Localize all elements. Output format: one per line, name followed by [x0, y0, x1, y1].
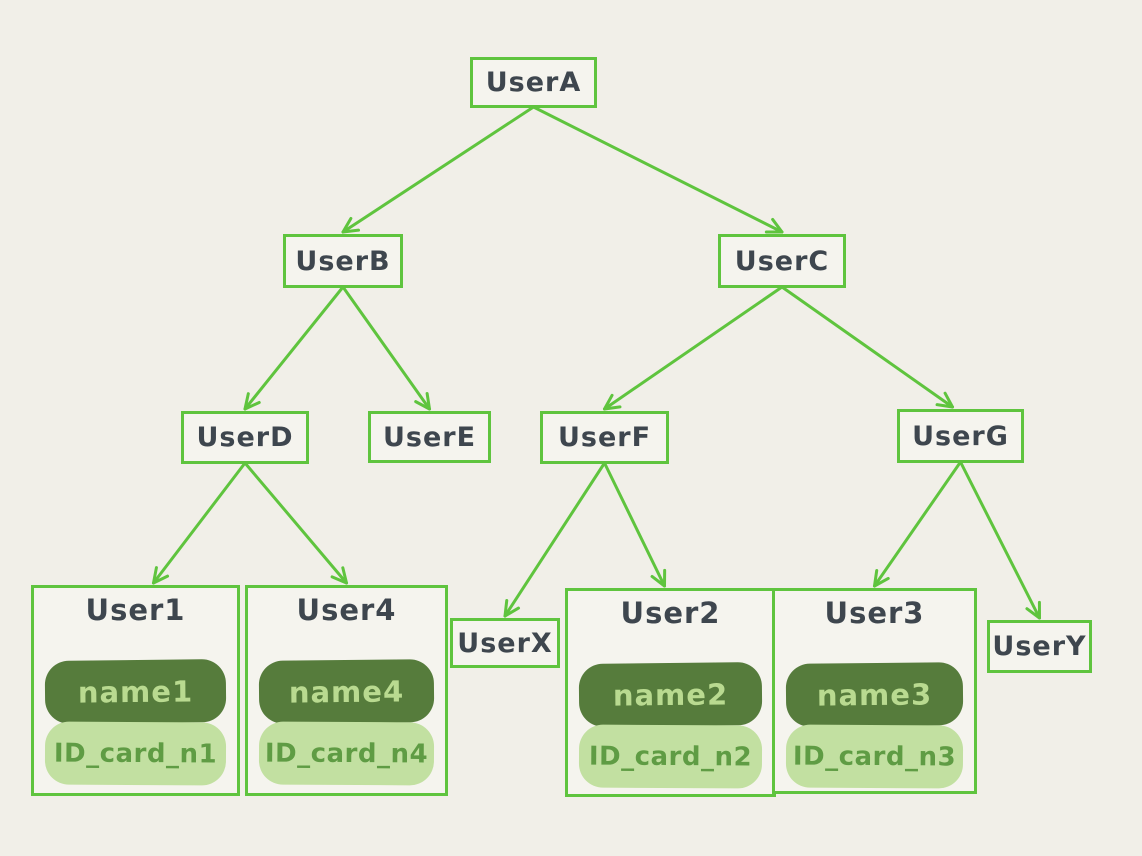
node-label: UserD	[196, 422, 294, 453]
edge-userG-user3	[873, 460, 962, 588]
node-label: UserB	[295, 245, 391, 277]
name-pill: name1	[44, 659, 227, 724]
card-title: User4	[296, 593, 397, 627]
name-pill: name2	[578, 662, 763, 727]
node-label: UserG	[912, 420, 1009, 452]
node-usera: UserA	[470, 57, 597, 108]
id-card-pill: ID_card_n2	[578, 724, 763, 789]
edge-userA-userC	[532, 105, 784, 234]
name-pill: name3	[785, 662, 964, 727]
edge-userC-userF	[603, 285, 784, 411]
node-userf: UserF	[540, 411, 669, 464]
edge-userD-user1	[152, 461, 247, 585]
edge-userB-userD	[243, 285, 345, 411]
card-title: User3	[824, 596, 925, 630]
node-usere: UserE	[368, 411, 491, 463]
node-usery: UserY	[987, 620, 1092, 673]
node-label: UserE	[382, 421, 477, 453]
id-card-pill: ID_card_n1	[44, 721, 227, 786]
edge-userC-userG	[780, 285, 954, 409]
node-label: UserC	[734, 245, 830, 277]
card-title: User1	[85, 593, 186, 627]
edge-userF-user2	[603, 461, 667, 588]
edge-userD-user4	[243, 461, 348, 585]
node-userg: UserG	[897, 409, 1024, 463]
node-label: UserX	[457, 627, 553, 659]
edge-userF-userX	[503, 461, 606, 618]
edge-userA-userB	[341, 105, 535, 234]
node-label: UserF	[557, 422, 652, 453]
node-label: UserY	[992, 631, 1087, 662]
node-userc: UserC	[718, 234, 846, 288]
name-pill: name4	[258, 659, 435, 724]
id-card-pill: ID_card_n3	[785, 724, 964, 789]
id-card-pill: ID_card_n4	[258, 721, 435, 786]
edge-userG-userY	[959, 460, 1041, 620]
node-label: UserA	[485, 67, 582, 98]
node-userd: UserD	[181, 411, 309, 464]
node-userb: UserB	[283, 234, 403, 288]
node-userx: UserX	[450, 618, 560, 668]
edge-userB-userE	[341, 285, 431, 411]
card-title: User2	[620, 596, 721, 630]
